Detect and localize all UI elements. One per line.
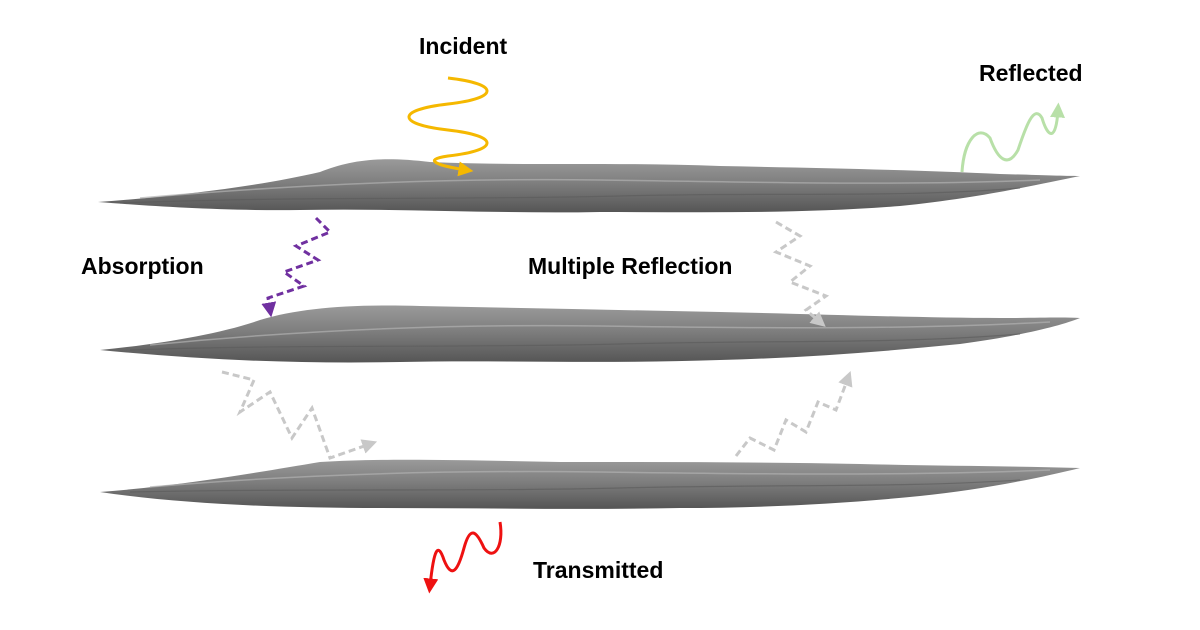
multiple-reflection-wave-down [772, 220, 830, 327]
transmitted-wave [423, 521, 503, 594]
multiple-reflection-wave-lower-right [734, 370, 853, 457]
incident-wave [407, 76, 489, 177]
multiple-reflection-label: Multiple Reflection [528, 253, 733, 279]
multiple-reflection-wave-lower-left [221, 370, 378, 460]
layer-top [98, 159, 1080, 213]
reflected-label: Reflected [979, 60, 1083, 86]
layer-bottom [100, 459, 1080, 509]
transmitted-label: Transmitted [533, 557, 664, 583]
absorption-label: Absorption [81, 253, 204, 279]
layer-middle [100, 305, 1080, 363]
absorption-wave [261, 216, 333, 318]
reflected-wave [960, 102, 1066, 173]
incident-label: Incident [419, 33, 508, 59]
